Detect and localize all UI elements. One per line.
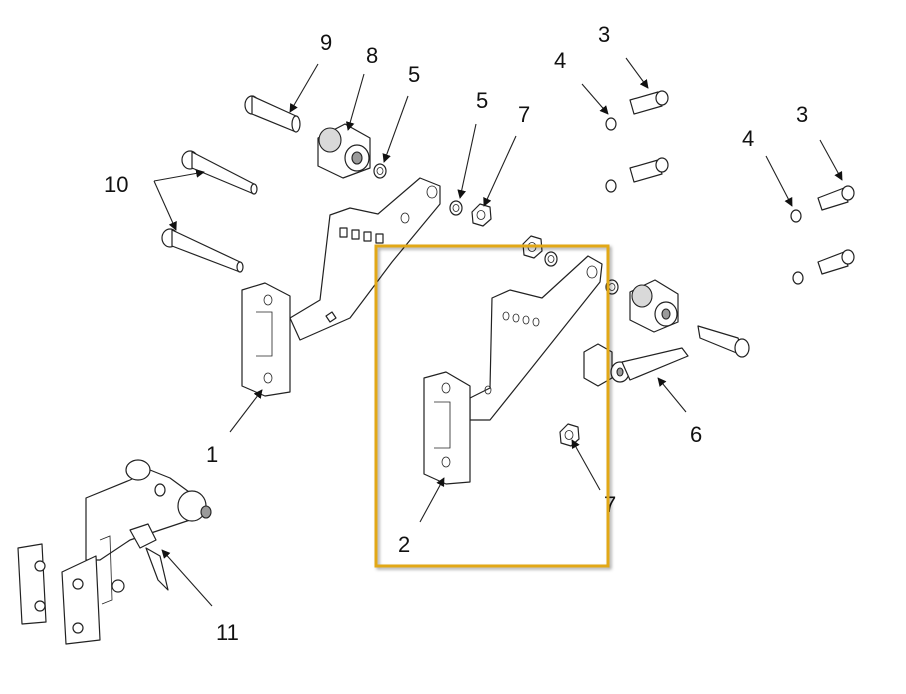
callout-2: 2 <box>398 532 410 557</box>
callout-5: 5 <box>476 88 488 113</box>
part-3-screws <box>629 90 855 275</box>
part-1-bracket <box>241 177 441 397</box>
callout-4: 4 <box>554 48 566 73</box>
part-10-bolts <box>161 150 258 273</box>
part-8-spacer <box>317 123 371 179</box>
leader-lines <box>153 57 843 607</box>
part-9-bolt <box>244 95 301 133</box>
callout-3: 3 <box>598 22 610 47</box>
callout-4: 4 <box>742 126 754 151</box>
callout-9: 9 <box>320 30 332 55</box>
callout-labels: 9 8 5 10 5 7 4 3 4 3 1 6 7 2 11 <box>104 22 808 645</box>
highlight-box <box>374 244 610 568</box>
part-11-assembly <box>17 459 212 645</box>
callout-8: 8 <box>366 43 378 68</box>
part-6-lever <box>583 279 750 387</box>
callout-6: 6 <box>690 422 702 447</box>
callout-7: 7 <box>518 102 530 127</box>
part-2-bracket <box>423 255 603 485</box>
callout-5: 5 <box>408 62 420 87</box>
callout-11: 11 <box>216 620 239 645</box>
callout-7: 7 <box>604 492 616 517</box>
callout-3: 3 <box>796 102 808 127</box>
callout-10: 10 <box>104 172 128 197</box>
callout-1: 1 <box>206 442 218 467</box>
